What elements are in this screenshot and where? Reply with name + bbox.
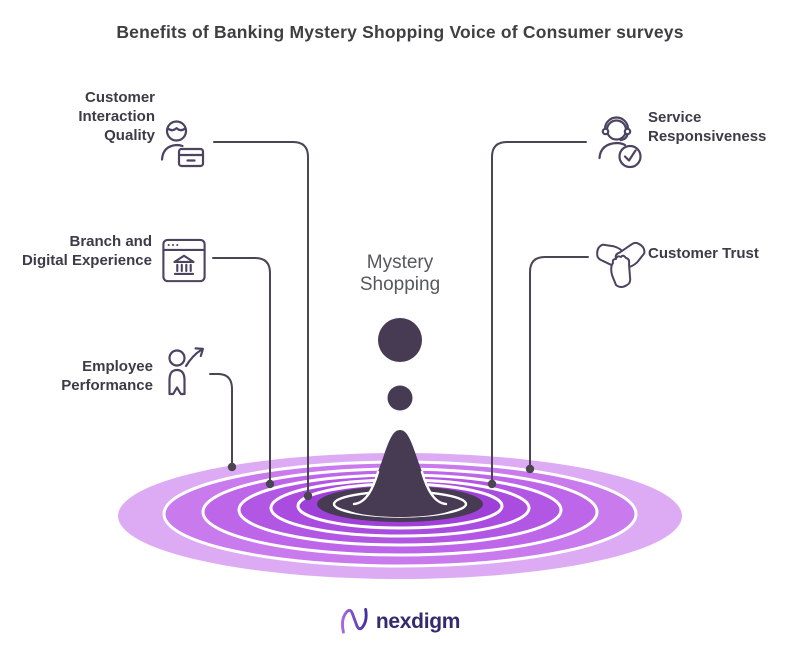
- connector-dot-customer-trust: [525, 464, 535, 474]
- nexdigm-logo-text: nexdigm: [375, 609, 461, 633]
- connector-dot-customer-interaction-quality: [303, 491, 313, 501]
- benefit-label-customer-trust: Customer Trust: [648, 245, 759, 262]
- nexdigm-logo-mark: [340, 607, 368, 634]
- benefit-label-employee-performance: Employee Performance: [61, 358, 153, 394]
- center-caption: Mystery Shopping: [359, 252, 441, 295]
- brand-logo: nexdigm: [0, 606, 800, 637]
- benefit-label-branch-digital-experience: Branch and Digital Experience: [21, 233, 152, 269]
- connector-dot-employee-performance: [227, 462, 237, 472]
- connector-line-customer-interaction-quality: [213, 141, 309, 493]
- browser-bank-icon: [161, 237, 207, 285]
- person-growth-arrow-icon: [157, 341, 211, 399]
- page-title: Benefits of Banking Mystery Shopping Voi…: [116, 22, 684, 42]
- connector-line-customer-trust: [529, 256, 589, 466]
- benefit-label-customer-interaction-quality: Customer Interaction Quality: [78, 89, 155, 144]
- hands-together-icon: [594, 232, 648, 289]
- support-agent-check-icon: [592, 113, 646, 170]
- droplet-circle-small: [387, 385, 413, 411]
- connector-dot-branch-digital-experience: [265, 479, 275, 489]
- connector-lines: [209, 141, 589, 493]
- splash-column: [344, 430, 456, 517]
- benefit-label-service-responsiveness: Service Responsiveness: [648, 109, 767, 145]
- splash-curl-left: [352, 470, 380, 506]
- connector-dots: [227, 462, 535, 501]
- splash-curl-right: [420, 470, 448, 506]
- connector-line-branch-digital-experience: [212, 257, 271, 481]
- connector-dot-service-responsiveness: [487, 479, 497, 489]
- connector-line-employee-performance: [209, 373, 233, 464]
- connector-line-service-responsiveness: [491, 141, 587, 481]
- person-id-card-icon: [159, 117, 205, 169]
- splash-illustration: [317, 318, 483, 522]
- droplet-circle-large: [378, 318, 422, 362]
